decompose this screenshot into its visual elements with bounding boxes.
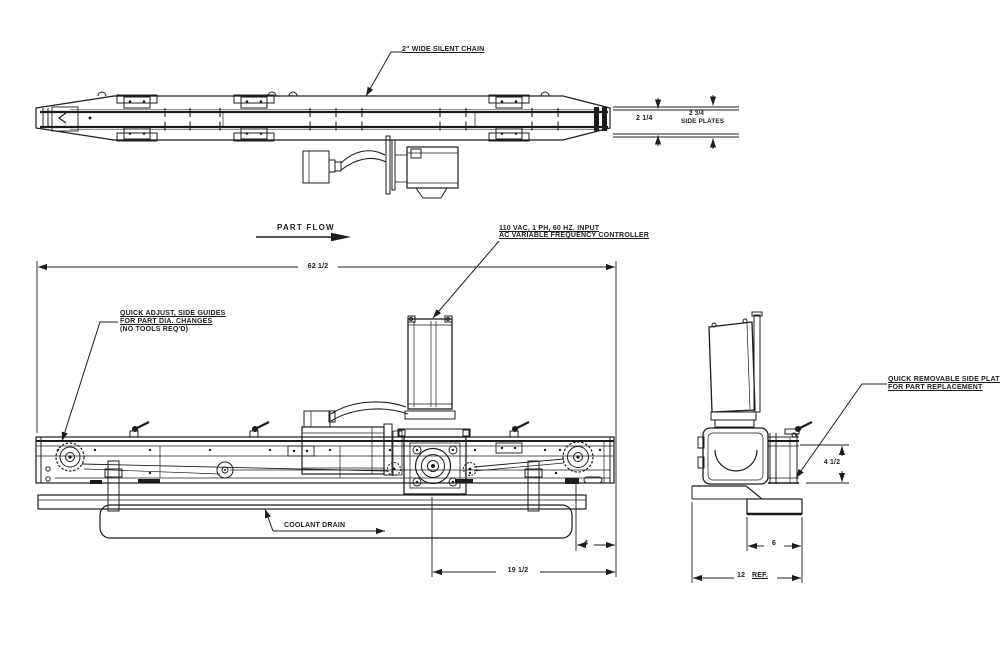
chain-return — [81, 463, 389, 472]
note-power-line2: AC VARIABLE FREQUENCY CONTROLLER — [499, 232, 650, 239]
bolt-ticks — [164, 108, 559, 131]
dim-stand-width-ref: REF. — [752, 572, 768, 579]
note-removable-line1: QUICK REMOVABLE SIDE PLATE — [888, 376, 1000, 383]
dim-stand-depth: 6 — [771, 540, 777, 547]
dim-side-plate-label: SIDE PLATES — [681, 118, 725, 125]
dim-side-plate-width: 2 3/4 — [689, 110, 704, 117]
note-coolant-drain: COOLANT DRAIN — [284, 522, 346, 529]
junction-box — [303, 410, 331, 428]
base-rail — [37, 494, 587, 510]
dim-sprocket-to-end: 4 — [584, 540, 589, 547]
stand — [691, 485, 803, 516]
vfd-controller — [407, 315, 453, 410]
conveyor-section — [768, 421, 813, 484]
guide-bracket — [116, 94, 530, 142]
end-view — [691, 311, 813, 516]
leader-power — [432, 240, 500, 319]
dim-chain-width: 2 1/4 — [636, 115, 653, 122]
support-post — [527, 460, 540, 512]
dimension-lines — [36, 95, 849, 583]
support-post — [107, 460, 120, 512]
note-part-flow: PART FLOW — [277, 223, 335, 232]
dim-overall-length: 62 1/2 — [307, 263, 329, 270]
motor-end — [697, 427, 769, 485]
clamp-lever — [129, 421, 530, 438]
head-sprocket — [562, 441, 603, 484]
flow-chevron — [57, 112, 67, 124]
top-view — [35, 91, 611, 142]
note-power-line1: 110 VAC, 1 PH, 60 HZ. INPUT — [499, 225, 600, 232]
note-adjust-line2: FOR PART DIA. CHANGES — [120, 318, 213, 325]
note-removable-line2: FOR PART REPLACEMENT — [888, 384, 983, 391]
side-view — [35, 315, 615, 539]
part-flow-arrow — [256, 232, 351, 242]
dim-drive-to-end: 19 1/2 — [507, 567, 529, 574]
rail-bolts — [56, 448, 602, 475]
note-adjust-line3: (NO TOOLS REQ'D) — [120, 326, 189, 333]
note-adjust-line1: QUICK ADJUST, SIDE GUIDES — [120, 310, 226, 317]
gearbox — [403, 436, 467, 495]
dim-section-height: 4 1/2 — [823, 459, 841, 466]
tail-sprocket — [55, 442, 85, 472]
plan-view-motor — [302, 135, 459, 199]
conduit — [330, 401, 407, 415]
conduit-plan — [340, 150, 386, 164]
drive-motor — [301, 401, 409, 476]
junction-box-plan — [302, 150, 330, 184]
leader-adjust — [61, 321, 118, 442]
coolant-pan — [99, 504, 573, 539]
leader-coolant — [264, 508, 274, 532]
leader-lines — [61, 51, 887, 535]
leader-removable — [795, 383, 887, 479]
note-silent-chain: 2" WIDE SILENT CHAIN — [402, 46, 485, 53]
leader-silent-chain — [365, 51, 402, 97]
vfd-controller-end — [708, 321, 756, 413]
dim-stand-width: 12 — [737, 572, 746, 579]
conveyor-body — [35, 436, 615, 484]
